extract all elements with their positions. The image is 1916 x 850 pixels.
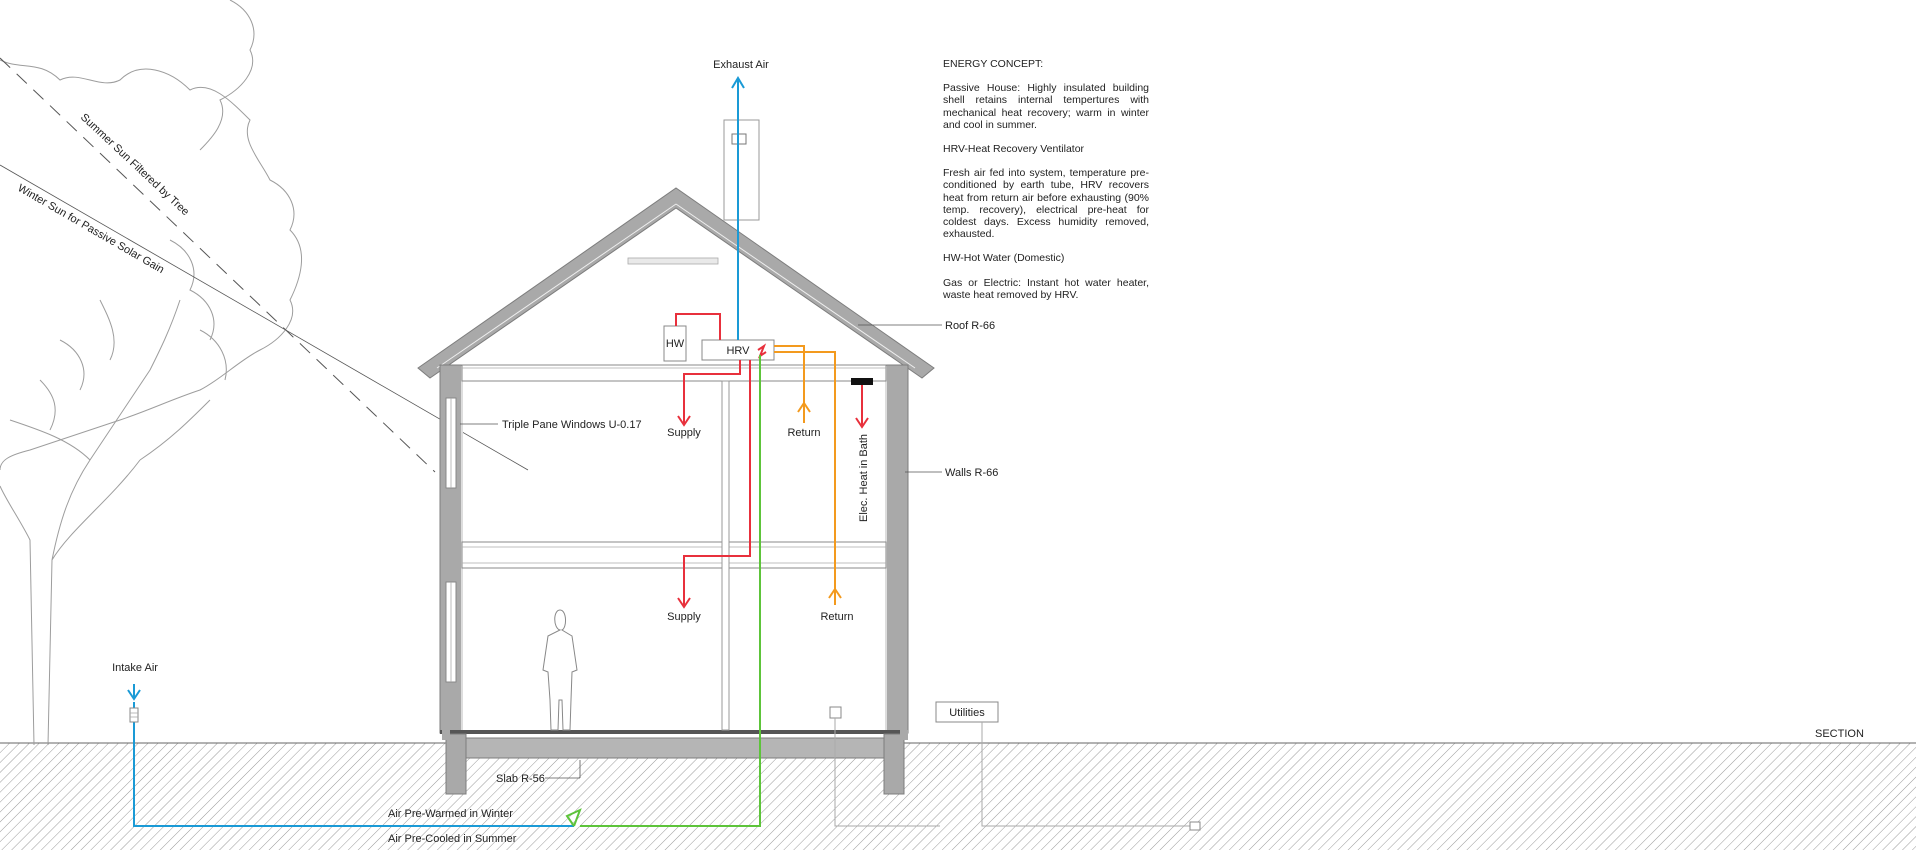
exhaust-air-duct — [731, 76, 745, 340]
hw-title: HW-Hot Water (Domestic) — [943, 252, 1065, 265]
hrv-unit: HRV — [701, 339, 775, 361]
callout-leaders — [460, 324, 942, 779]
air-prewarmed-label: Air Pre-Warmed in Winter — [388, 808, 513, 820]
return-lower-label: Return — [820, 611, 853, 623]
return-upper-label: Return — [787, 427, 820, 439]
hrv-title: HRV-Heat Recovery Ventilator — [943, 143, 1085, 156]
tree — [0, 0, 303, 746]
intake-air-inlet — [127, 684, 141, 723]
floors — [440, 364, 908, 734]
hrv-text: Fresh air fed into system, temperature p… — [943, 167, 1149, 241]
exhaust-air-label: Exhaust Air — [713, 59, 769, 71]
elec-heat — [851, 378, 873, 429]
foundation — [442, 730, 908, 795]
hw-unit: HW — [663, 325, 687, 362]
svg-text:HW: HW — [666, 338, 685, 350]
energy-concept-panel: ENERGY CONCEPT: Passive House: Highly in… — [943, 58, 1149, 313]
energy-concept-title: ENERGY CONCEPT: — [943, 58, 1044, 70]
svg-text:Utilities: Utilities — [949, 707, 985, 719]
roof-label: Roof R-66 — [945, 320, 995, 332]
passive-house-text: Passive House: Highly insulated building… — [943, 82, 1149, 131]
air-precooled-label: Air Pre-Cooled in Summer — [388, 833, 517, 845]
slab-label: Slab R-56 — [496, 773, 545, 785]
svg-text:HRV: HRV — [726, 345, 750, 357]
elec-heat-label: Elec. Heat in Bath — [858, 434, 870, 522]
return-duct — [774, 345, 842, 605]
supply-upper-label: Supply — [667, 427, 701, 439]
winter-sun-label: Winter Sun for Passive Solar Gain — [16, 182, 167, 276]
utilities: Utilities — [829, 701, 1201, 831]
supply-duct — [677, 343, 767, 609]
person-silhouette — [542, 609, 578, 731]
hw-red-line — [675, 313, 721, 340]
walls-label: Walls R-66 — [945, 467, 998, 479]
intake-air-label: Intake Air — [112, 662, 158, 674]
roof — [417, 187, 935, 379]
windows-label: Triple Pane Windows U-0.17 — [502, 419, 642, 431]
section-label: SECTION — [1815, 728, 1864, 740]
windows — [445, 397, 457, 683]
chimney — [723, 119, 760, 221]
summer-sun-label: Summer Sun Filtered by Tree — [78, 111, 191, 218]
earth-tube — [133, 355, 761, 827]
hw-text: Gas or Electric: Instant hot water heate… — [943, 276, 1149, 301]
supply-lower-label: Supply — [667, 611, 701, 623]
ground — [0, 742, 1916, 850]
